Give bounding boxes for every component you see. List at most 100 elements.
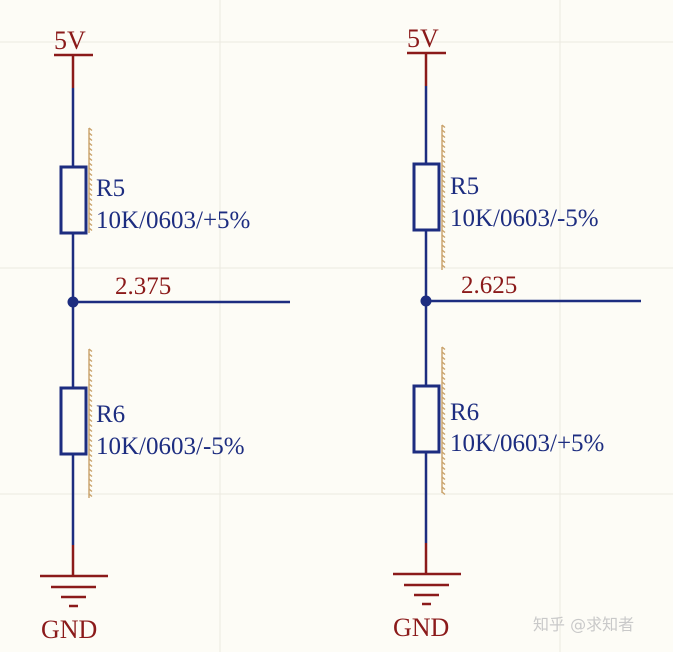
hatch-tick <box>441 264 446 269</box>
node-voltage-label: 2.625 <box>461 272 517 299</box>
hatch-tick <box>441 214 446 219</box>
hatch-tick <box>441 351 446 356</box>
hatch-tick <box>441 456 446 461</box>
hatch-tick <box>88 182 93 187</box>
hatch-tick <box>441 451 446 456</box>
hatch-tick <box>441 124 446 129</box>
resistor-value: 10K/0603/-5% <box>450 205 599 232</box>
hatch-tick <box>88 393 93 398</box>
divider-circuit-left: 5V R5 10K/0603/+5% 2.375 R6 10K/0603/-5% <box>40 26 290 644</box>
hatch-tick <box>88 448 93 453</box>
hatch-tick <box>88 493 93 498</box>
hatch-tick <box>88 463 93 468</box>
hatch-tick <box>88 192 93 197</box>
hatch-tick <box>441 224 446 229</box>
hatch-tick <box>88 478 93 483</box>
hatch-tick <box>441 361 446 366</box>
resistor-designator: R6 <box>96 401 125 428</box>
hatch-tick <box>441 466 446 471</box>
hatch-tick <box>441 356 446 361</box>
hatch-tick <box>88 167 93 172</box>
hatch-tick <box>441 149 446 154</box>
hatch-tick <box>88 418 93 423</box>
hatch-tick <box>441 406 446 411</box>
hatch-tick <box>88 378 93 383</box>
ground-label: GND <box>393 613 449 642</box>
ground-symbol <box>393 543 461 606</box>
hatch-tick <box>441 436 446 441</box>
hatch-tick <box>88 458 93 463</box>
hatch-tick <box>441 199 446 204</box>
hatch-tick <box>441 239 446 244</box>
hatch-tick <box>88 217 93 222</box>
hatch-tick <box>88 468 93 473</box>
resistor-value: 10K/0603/+5% <box>96 207 250 234</box>
hatch-tick <box>441 426 446 431</box>
hatch-tick <box>441 421 446 426</box>
hatch-tick <box>441 139 446 144</box>
hatch-tick <box>88 222 93 227</box>
resistor-designator: R5 <box>450 173 479 200</box>
hatch-tick <box>441 219 446 224</box>
hatch-tick <box>441 244 446 249</box>
hatch-tick <box>88 438 93 443</box>
hatch-tick <box>441 376 446 381</box>
hatch-tick <box>441 229 446 234</box>
hatch-tick <box>88 157 93 162</box>
hatch-tick <box>441 204 446 209</box>
hatch-tick <box>88 368 93 373</box>
ground-label: GND <box>41 615 97 644</box>
hatch-tick <box>88 132 93 137</box>
hatch-tick <box>441 179 446 184</box>
resistor-r6[interactable]: R6 10K/0603/-5% <box>59 348 245 498</box>
hatch-tick <box>441 134 446 139</box>
hatch-tick <box>441 129 446 134</box>
hatch-tick <box>88 348 93 353</box>
hatch-tick <box>441 416 446 421</box>
hatch-tick <box>88 383 93 388</box>
hatch-tick <box>88 398 93 403</box>
hatch-tick <box>441 366 446 371</box>
hatch-tick <box>441 234 446 239</box>
hatch-tick <box>88 488 93 493</box>
hatch-tick <box>441 159 446 164</box>
hatch-tick <box>88 433 93 438</box>
resistor-designator: R5 <box>96 175 125 202</box>
resistor-r6[interactable]: R6 10K/0603/+5% <box>412 346 604 496</box>
resistor-body <box>412 162 441 232</box>
resistor-hatch-top <box>441 124 446 270</box>
hatch-tick <box>88 137 93 142</box>
hatch-tick <box>441 194 446 199</box>
hatch-tick <box>441 441 446 446</box>
node-voltage-label: 2.375 <box>115 273 171 300</box>
hatch-tick <box>88 453 93 458</box>
hatch-tick <box>88 403 93 408</box>
hatch-tick <box>441 144 446 149</box>
hatch-tick <box>441 411 446 416</box>
resistor-hatch-top <box>88 127 93 233</box>
hatch-tick <box>88 227 93 232</box>
hatch-tick <box>88 473 93 478</box>
hatch-tick <box>441 471 446 476</box>
hatch-tick <box>441 446 446 451</box>
hatch-tick <box>441 481 446 486</box>
hatch-tick <box>441 486 446 491</box>
resistor-body <box>412 384 441 454</box>
resistor-r5[interactable]: R5 10K/0603/-5% <box>412 124 599 270</box>
hatch-tick <box>441 189 446 194</box>
hatch-tick <box>441 164 446 169</box>
hatch-tick <box>441 346 446 351</box>
hatch-tick <box>441 174 446 179</box>
hatch-tick <box>441 431 446 436</box>
resistor-value: 10K/0603/+5% <box>450 430 604 457</box>
hatch-tick <box>441 381 446 386</box>
hatch-tick <box>88 152 93 157</box>
hatch-tick <box>88 408 93 413</box>
hatch-tick <box>88 197 93 202</box>
resistor-r5[interactable]: R5 10K/0603/+5% <box>59 127 250 235</box>
watermark-text: 知乎 @求知者 <box>533 615 634 634</box>
resistor-body <box>59 386 88 456</box>
ground-symbol <box>40 545 108 608</box>
